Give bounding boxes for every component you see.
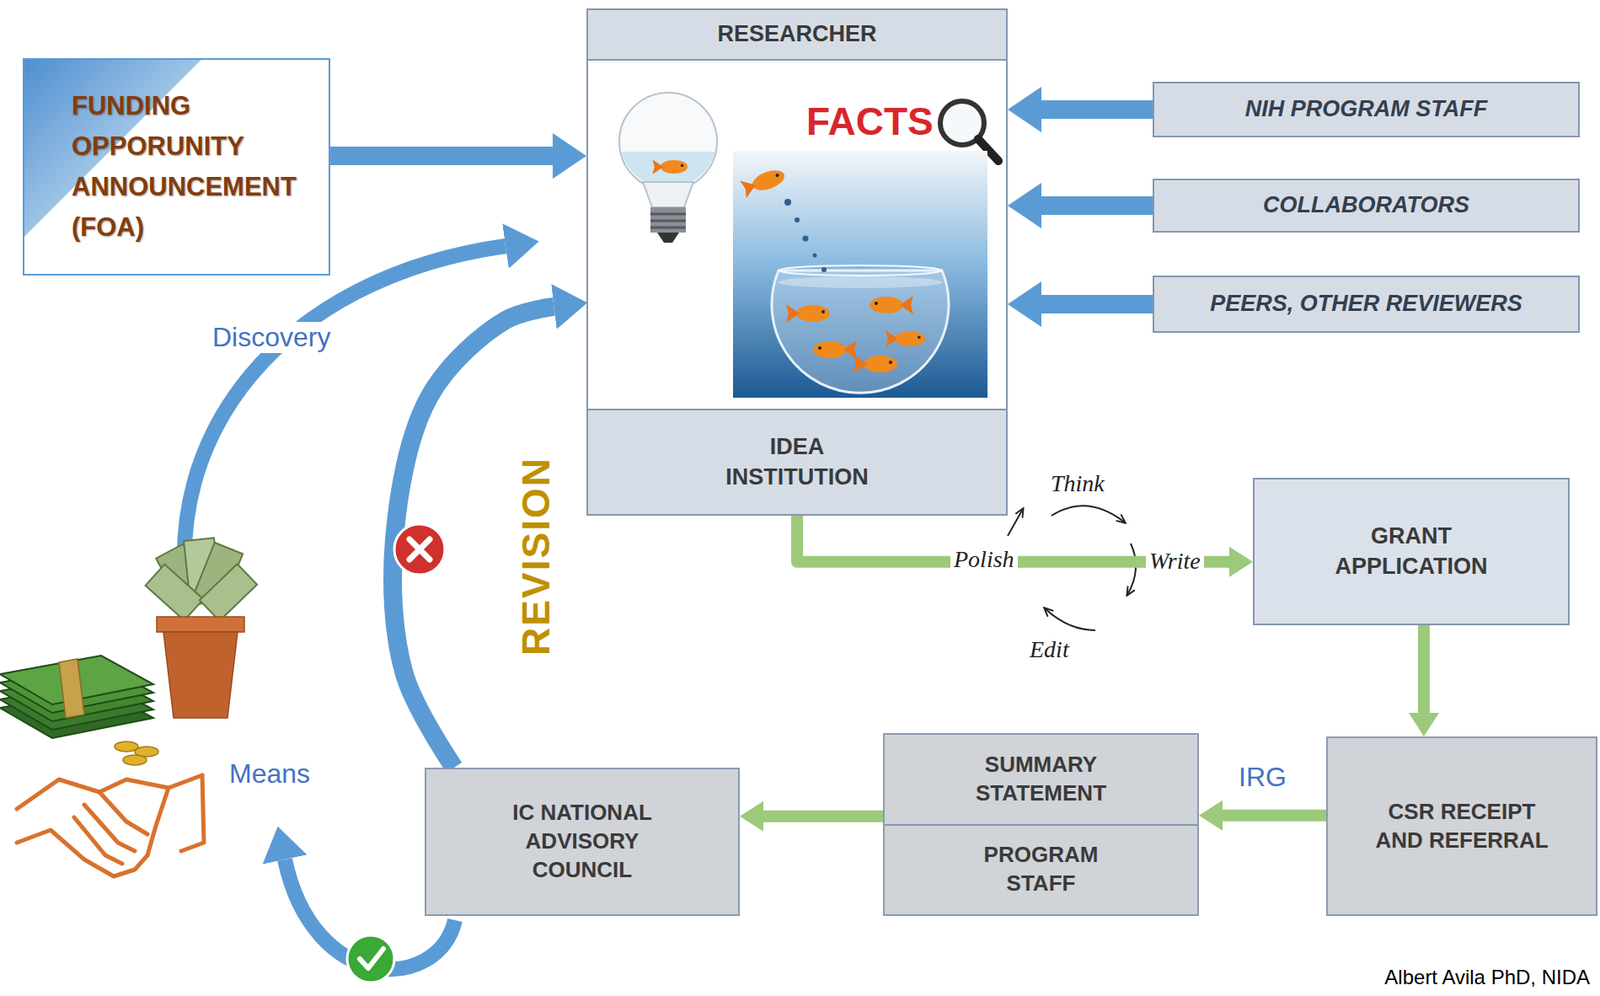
process-box: IC NATIONAL ADVISORY COUNCIL bbox=[424, 767, 740, 916]
cash-stack bbox=[123, 754, 147, 766]
flow-arrow bbox=[763, 810, 883, 823]
cash-stack bbox=[58, 658, 85, 718]
handshake-icon bbox=[181, 775, 204, 851]
lightbulb-picture bbox=[657, 232, 680, 243]
reject-icon bbox=[394, 524, 445, 575]
fishbowl-picture bbox=[853, 354, 898, 374]
fishbowl-picture bbox=[733, 150, 988, 398]
flow-arrow bbox=[1041, 294, 1153, 314]
flow-arrow bbox=[1418, 625, 1430, 713]
handshake-icon bbox=[147, 787, 169, 856]
lightbulb-picture bbox=[652, 159, 688, 175]
fishbowl-picture bbox=[813, 253, 818, 258]
reject-icon bbox=[394, 524, 445, 575]
arrow-label: Discovery bbox=[208, 321, 334, 354]
writing-cycle-arrow bbox=[1007, 508, 1023, 536]
writing-cycle-arrow bbox=[1127, 543, 1136, 595]
announcement-box: FUNDING OPPORUNITY ANNOUNCEMENT (FOA) bbox=[22, 58, 331, 276]
fishbowl-picture bbox=[821, 267, 827, 273]
process-box: CSR RECEIPT AND REFERRAL bbox=[1326, 736, 1598, 916]
process-box: GRANT APPLICATION bbox=[1252, 477, 1570, 626]
fishbowl-picture bbox=[784, 198, 792, 206]
fishbowl-picture bbox=[771, 270, 949, 393]
box-text: PROGRAM STAFF bbox=[948, 840, 1135, 899]
handshake-icon bbox=[16, 775, 204, 877]
lightbulb-picture bbox=[650, 207, 686, 233]
lightbulb-picture bbox=[642, 181, 694, 208]
input-box: NIH PROGRAM STAFF bbox=[1152, 81, 1580, 138]
fishbowl-picture bbox=[777, 276, 943, 289]
fishbowl-picture bbox=[733, 150, 988, 398]
fishbowl-picture bbox=[869, 295, 914, 315]
flow-arrow bbox=[1041, 100, 1153, 119]
box-section: PEERS, OTHER REVIEWERS bbox=[1154, 277, 1579, 332]
cash-stack bbox=[0, 655, 159, 766]
fishbowl-picture bbox=[813, 340, 857, 359]
box-text: GRANT APPLICATION bbox=[1310, 521, 1513, 581]
box-section: PROGRAM STAFF bbox=[884, 824, 1198, 916]
fishbowl-picture bbox=[739, 165, 787, 198]
box-text: RESEARCHER bbox=[717, 19, 877, 49]
box-section: IC NATIONAL ADVISORY COUNCIL bbox=[426, 769, 739, 915]
box-text: NIH PROGRAM STAFF bbox=[1245, 94, 1488, 124]
researcher-box: RESEARCHER IDEA INSTITUTION bbox=[586, 8, 1008, 516]
fishbowl-picture bbox=[802, 235, 809, 242]
lightbulb-picture bbox=[650, 226, 686, 230]
writing-cycle-arrow bbox=[1044, 608, 1096, 631]
credit-note: Albert Avila PhD, NIDA bbox=[1384, 965, 1590, 990]
approve-icon bbox=[347, 935, 395, 983]
box-text: CSR RECEIPT AND REFERRAL bbox=[1362, 797, 1562, 856]
lightbulb-picture bbox=[619, 92, 718, 243]
box-text: IC NATIONAL ADVISORY COUNCIL bbox=[493, 798, 671, 884]
box-section: SUMMARY STATEMENT bbox=[884, 734, 1198, 825]
cycle-word: Think bbox=[1050, 470, 1105, 498]
box-section: NIH PROGRAM STAFF bbox=[1154, 83, 1579, 136]
arrow-label: Means bbox=[229, 758, 311, 790]
approve-icon bbox=[347, 935, 395, 983]
edge-label: IRG bbox=[1238, 761, 1287, 793]
box-text: PEERS, OTHER REVIEWERS bbox=[1209, 288, 1523, 319]
flow-arrow bbox=[330, 146, 553, 166]
fishbowl-picture bbox=[778, 265, 942, 276]
fishbowl-picture bbox=[794, 217, 800, 223]
fishbowl-picture bbox=[885, 330, 926, 348]
flow-arrow bbox=[1041, 196, 1153, 215]
writing-cycle-arrow bbox=[1007, 505, 1136, 631]
box-section: IDEA INSTITUTION bbox=[588, 408, 1007, 514]
box-text: FUNDING OPPORUNITY ANNOUNCEMENT (FOA) bbox=[71, 85, 319, 248]
money-pot bbox=[145, 564, 204, 621]
cycle-word: Edit bbox=[1029, 636, 1070, 664]
box-section: CSR RECEIPT AND REFERRAL bbox=[1327, 738, 1596, 915]
lightbulb-picture bbox=[650, 213, 686, 216]
process-box: SUMMARY STATEMENT PROGRAM STAFF bbox=[882, 733, 1199, 916]
writing-cycle-arrow bbox=[1051, 505, 1125, 523]
handshake-icon bbox=[84, 804, 135, 851]
approve-icon bbox=[359, 948, 384, 969]
fishbowl-picture bbox=[786, 304, 830, 323]
box-text: IDEA INSTITUTION bbox=[695, 432, 899, 492]
flow-arrow bbox=[1222, 809, 1327, 822]
box-text: COLLABORATORS bbox=[1262, 190, 1470, 220]
box-section: COLLABORATORS bbox=[1154, 180, 1579, 231]
handshake-icon bbox=[74, 817, 123, 864]
box-text: SUMMARY STATEMENT bbox=[948, 750, 1135, 809]
input-box: PEERS, OTHER REVIEWERS bbox=[1152, 275, 1580, 333]
picture-word: FACTS bbox=[806, 99, 934, 145]
lightbulb-picture bbox=[650, 219, 686, 223]
handshake-icon bbox=[16, 829, 148, 877]
input-box: COLLABORATORS bbox=[1152, 178, 1580, 233]
reject-icon bbox=[409, 539, 430, 560]
cycle-word: Polish bbox=[950, 545, 1018, 573]
lightbulb-picture bbox=[619, 92, 718, 191]
cycle-word: Write bbox=[1145, 547, 1205, 575]
money-pot bbox=[145, 537, 258, 718]
money-pot bbox=[156, 616, 245, 632]
money-pot bbox=[163, 631, 238, 718]
box-section: RESEARCHER bbox=[588, 10, 1007, 61]
arrow-label: REVISION bbox=[513, 456, 559, 656]
money-pot bbox=[199, 563, 257, 621]
box-section: GRANT APPLICATION bbox=[1254, 479, 1568, 624]
box-section: FUNDING OPPORUNITY ANNOUNCEMENT (FOA) bbox=[24, 59, 329, 274]
